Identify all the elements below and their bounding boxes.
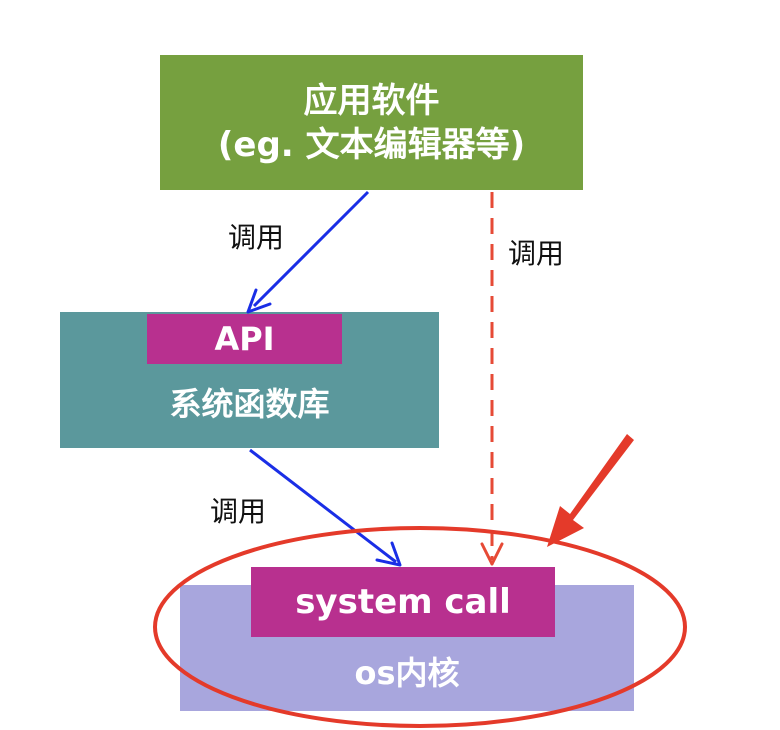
arrow-app-to-api bbox=[252, 190, 370, 308]
system-call-label: system call bbox=[295, 582, 511, 622]
os-kernel-label: os内核 bbox=[354, 654, 460, 692]
red-pointer-arrow bbox=[547, 434, 634, 547]
arrow-lib-to-syscall bbox=[249, 448, 397, 564]
application-software-example: (eg. 文本编辑器等) bbox=[217, 124, 526, 165]
arrowhead-lib-to-syscall bbox=[375, 541, 402, 567]
system-library-label: 系统函数库 bbox=[169, 385, 330, 423]
highlight-ellipse bbox=[153, 526, 687, 728]
arrowhead-app-to-api bbox=[246, 288, 272, 314]
edge-label-lib-to-syscall: 调用 bbox=[210, 495, 267, 528]
application-software-title: 应用软件 bbox=[303, 80, 440, 121]
edge-label-app-to-api: 调用 bbox=[228, 221, 285, 254]
api-node: API bbox=[147, 314, 342, 364]
edge-label-app-to-syscall: 调用 bbox=[508, 237, 565, 270]
api-label: API bbox=[214, 320, 275, 358]
dashed-arrowhead-app-to-syscall bbox=[480, 542, 504, 566]
system-call-node: system call bbox=[251, 567, 555, 637]
application-software-node: 应用软件 (eg. 文本编辑器等) bbox=[160, 55, 583, 190]
